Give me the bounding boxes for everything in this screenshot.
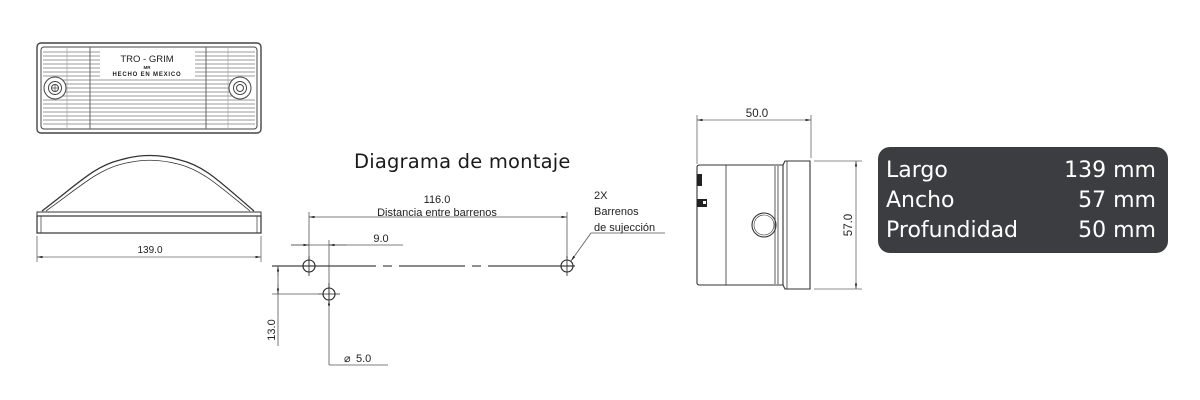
diameter-symbol: ⌀	[344, 353, 351, 365]
spec-value: 50 mm	[1078, 218, 1156, 243]
hole-distance-label: Distancia entre barrenos	[377, 207, 497, 219]
horizontal-offset-label: 9.0	[373, 233, 388, 245]
side-view	[36, 154, 262, 234]
mark-text: MR	[144, 65, 152, 70]
length-dim-label: 139.0	[137, 245, 162, 256]
spec-row-depth: Profundidad 50 mm	[886, 216, 1156, 246]
vertical-offset-label: 13.0	[266, 319, 278, 340]
left-screw-boss	[43, 76, 67, 100]
depth-dim-label: 50.0	[746, 108, 768, 120]
profile-dimensions	[696, 115, 862, 290]
front-view	[36, 42, 262, 134]
callout-line1: Barrenos	[594, 206, 639, 218]
hole-distance-value: 116.0	[424, 194, 451, 206]
hole-diameter-label: 5.0	[356, 353, 371, 365]
callout-count: 2X	[594, 190, 608, 202]
spec-row-width: Ancho 57 mm	[886, 186, 1156, 216]
height-dim-label: 57.0	[843, 214, 855, 236]
mounting-diagram	[272, 212, 665, 366]
spec-row-length: Largo 139 mm	[886, 156, 1156, 186]
dimensions-spec-box: Largo 139 mm Ancho 57 mm Profundidad 50 …	[878, 147, 1168, 253]
callout-line2: de sujección	[594, 222, 655, 234]
right-screw-boss	[228, 76, 252, 100]
profile-view	[696, 160, 811, 290]
spec-label: Largo	[886, 158, 948, 183]
spec-label: Ancho	[886, 188, 955, 213]
length-dimension	[36, 236, 262, 262]
origin-text: HECHO EN MEXICO	[112, 72, 181, 78]
spec-value: 57 mm	[1078, 188, 1156, 213]
spec-value: 139 mm	[1064, 158, 1156, 183]
spec-label: Profundidad	[886, 218, 1019, 243]
mounting-diagram-title: Diagrama de montaje	[354, 150, 571, 173]
brand-text: TRO - GRIM	[120, 54, 173, 65]
